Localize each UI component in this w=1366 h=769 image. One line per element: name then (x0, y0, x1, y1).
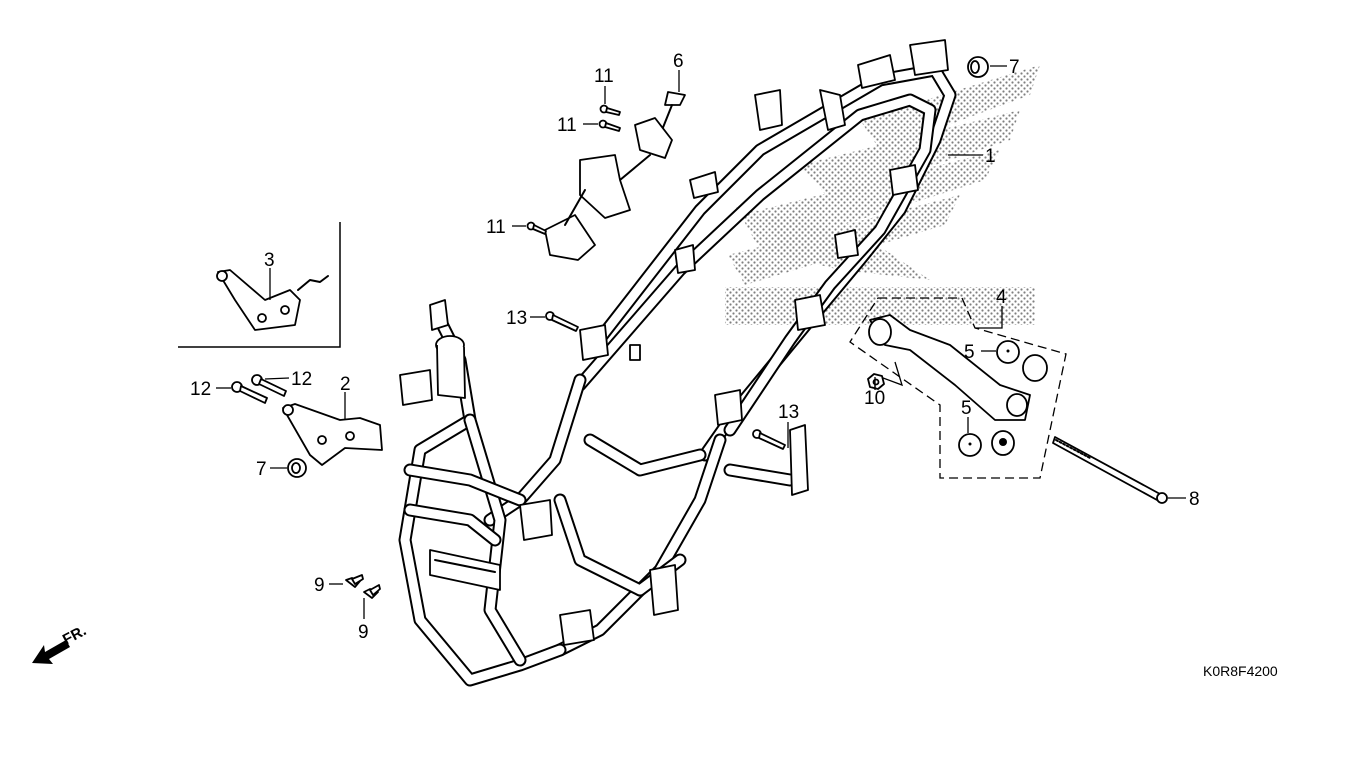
bolt-11-a (599, 104, 621, 116)
callout-12-a: 12 (190, 379, 211, 400)
callout-11-a: 11 (594, 66, 614, 87)
bushing-5-lower-mount (991, 430, 1015, 456)
callout-12-b: 12 (291, 369, 312, 390)
bolt-11-c (526, 221, 547, 235)
wing-base (735, 205, 930, 280)
grommet-7-left (287, 458, 307, 478)
bolt-12-b (251, 374, 287, 397)
hanger-link-group-part-4 (849, 297, 1067, 479)
inset-box-part-3 (178, 222, 341, 348)
wing-feather-2 (800, 110, 1020, 200)
bracket-part-6 (544, 91, 686, 261)
callout-11-b: 11 (557, 115, 577, 136)
callout-2: 2 (340, 374, 351, 395)
nut-10 (867, 373, 885, 390)
callout-7-top: 7 (1009, 57, 1020, 78)
bushing-5-lower (958, 433, 982, 457)
frame-body (398, 39, 957, 687)
bushing-5-upper (996, 340, 1020, 364)
front-direction-indicator: FR. (32, 622, 89, 664)
front-arrow-icon (32, 640, 70, 664)
callout-5-lower: 5 (961, 398, 972, 419)
callout-10: 10 (864, 388, 885, 409)
callout-4: 4 (996, 287, 1007, 308)
bolt-13-b (752, 429, 786, 450)
diagram-code: K0R8F4200 (1203, 663, 1278, 679)
callout-9-b: 9 (358, 622, 369, 643)
callout-13-a: 13 (506, 308, 527, 329)
bolt-11-b (598, 119, 621, 132)
callout-8: 8 (1189, 489, 1200, 510)
wing-feather-3 (760, 150, 1000, 245)
bolt-12-a (231, 381, 268, 404)
callout-3: 3 (264, 250, 275, 271)
callout-6: 6 (673, 51, 684, 72)
long-bolt-8 (1052, 436, 1168, 504)
grommet-7-top (967, 56, 989, 78)
callout-7-left: 7 (256, 459, 267, 480)
bolt-13-a (545, 311, 579, 332)
screw-9-b (363, 584, 381, 599)
callout-1: 1 (985, 146, 996, 167)
callout-9-a: 9 (314, 575, 325, 596)
screw-9-a (345, 574, 364, 588)
callout-labels: 1 2 3 4 5 5 6 7 7 8 9 9 10 11 11 11 12 1… (190, 51, 1200, 643)
bracket-part-2 (282, 403, 383, 466)
callout-11-c: 11 (486, 217, 506, 238)
callout-13-b: 13 (778, 402, 799, 423)
callout-5-upper: 5 (964, 342, 975, 363)
leader-lines (216, 65, 1186, 619)
